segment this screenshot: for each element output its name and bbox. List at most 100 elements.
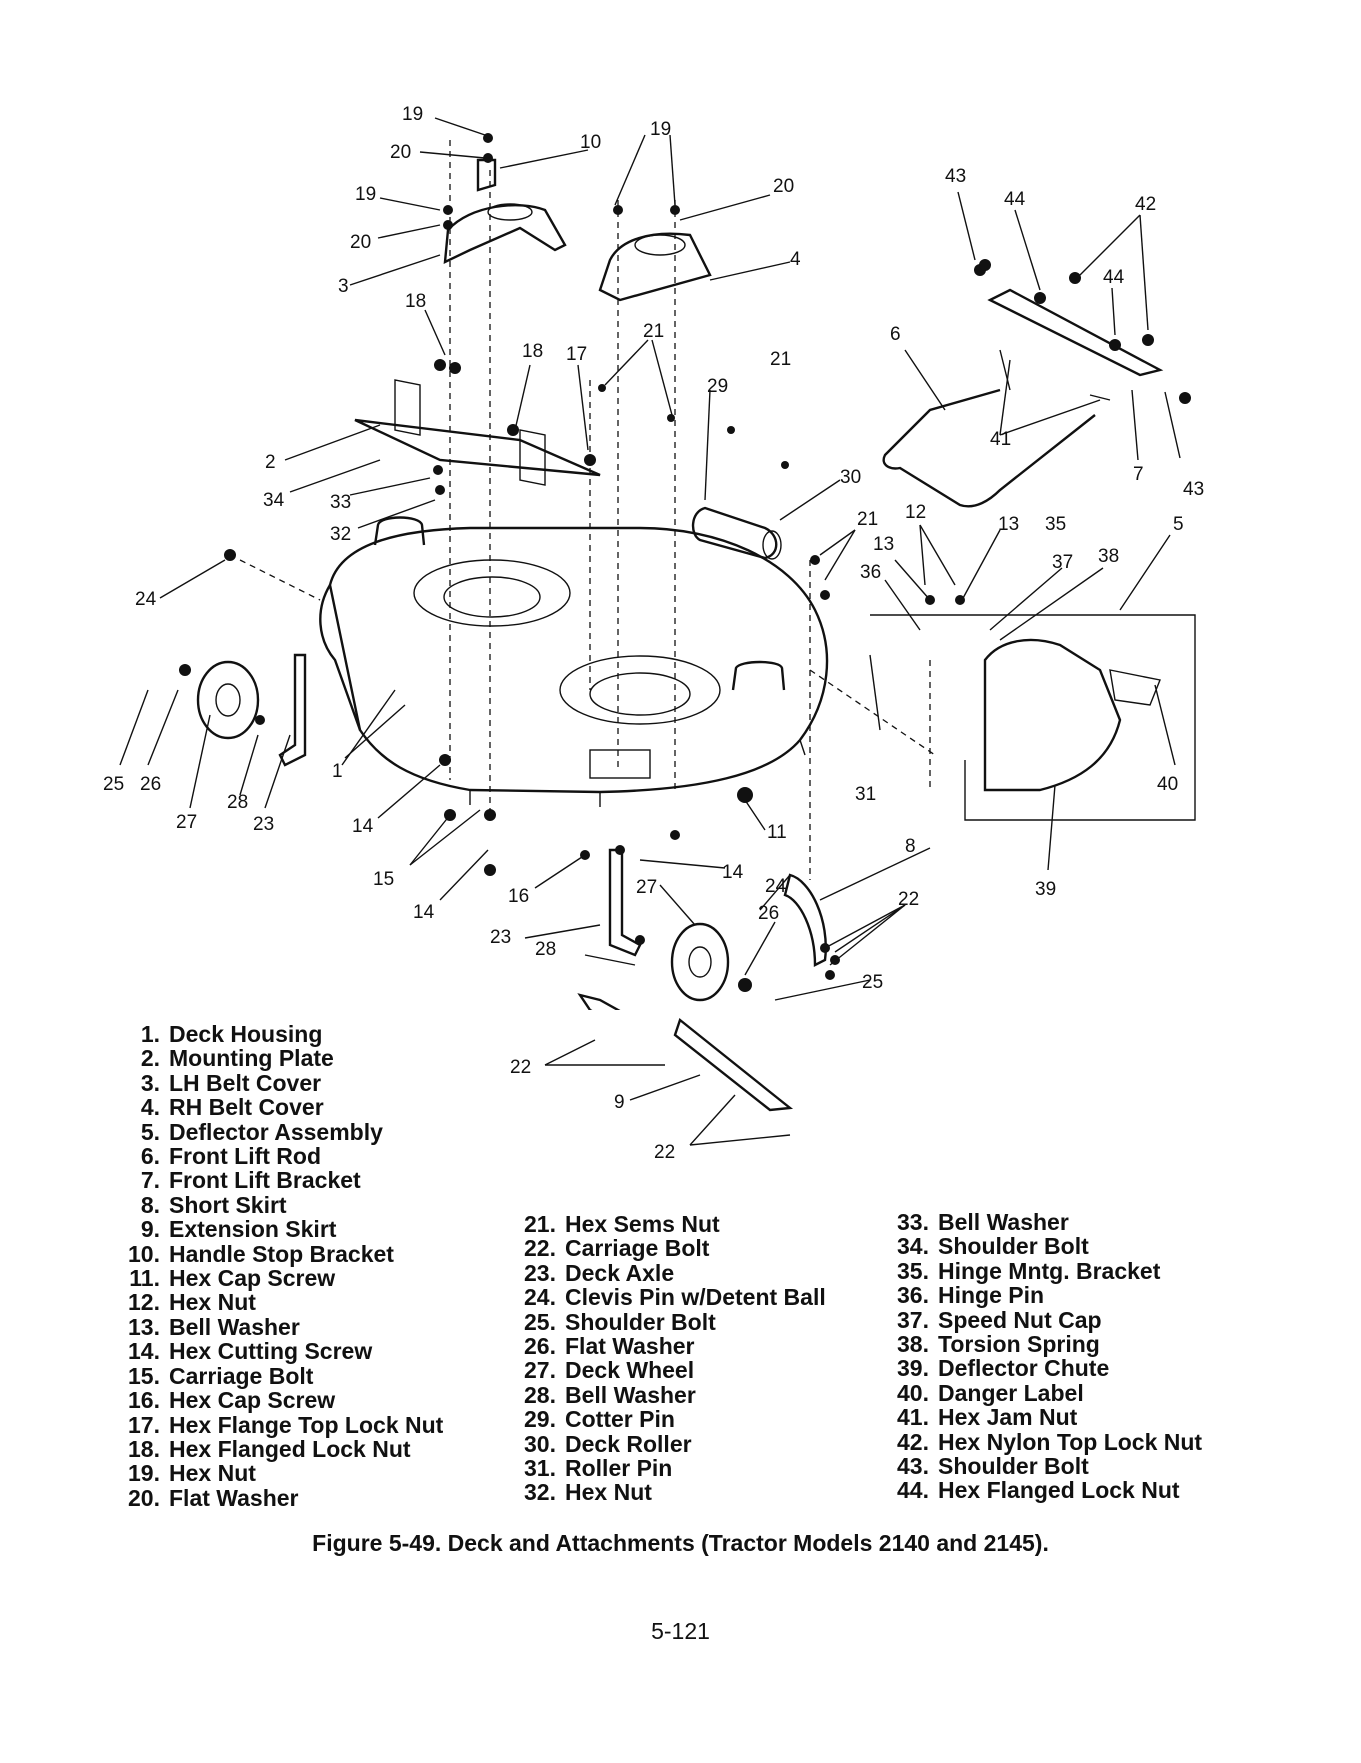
- legend-item-name: LH Belt Cover: [169, 1069, 322, 1096]
- callout: 14: [352, 816, 374, 837]
- legend-item-name: Hex Flanged Lock Nut: [938, 1477, 1180, 1504]
- legend-item-name: Torsion Spring: [938, 1331, 1100, 1358]
- page-number: 5-121: [651, 1618, 710, 1644]
- legend-item: 32.Hex Nut: [514, 1479, 826, 1506]
- callout: 21: [643, 321, 664, 342]
- legend-item-name: Flat Washer: [169, 1484, 299, 1511]
- callout: 23: [253, 814, 274, 835]
- callout: 25: [862, 972, 883, 993]
- legend-item-name: Flat Washer: [565, 1333, 695, 1360]
- callout: 12: [905, 502, 926, 523]
- legend-item-number: 44.: [897, 1477, 929, 1504]
- callout: 43: [1183, 479, 1204, 500]
- legend-item: 18.Hex Flanged Lock Nut: [120, 1435, 443, 1462]
- callout: 32: [330, 524, 351, 545]
- legend-item: 44. Hex Flanged Lock Nut: [887, 1477, 1202, 1504]
- deck-housing-drawing: [319, 516, 829, 807]
- legend-item-number: 2.: [140, 1045, 160, 1072]
- callout: 10: [580, 132, 601, 153]
- legend-item-name: Hex Cutting Screw: [169, 1338, 373, 1365]
- legend-item: 22.Carriage Bolt: [514, 1235, 826, 1262]
- legend-item-number: 4.: [140, 1094, 160, 1121]
- legend-item-number: 16.: [128, 1387, 160, 1414]
- legend-item-number: 31.: [524, 1455, 556, 1482]
- legend-item-name: Deck Wheel: [565, 1357, 695, 1384]
- callout: 27: [176, 812, 197, 833]
- legend-item-name: Shoulder Bolt: [565, 1308, 716, 1335]
- callout: 21: [857, 509, 878, 530]
- callout: 18: [405, 291, 426, 312]
- callout: 28: [227, 792, 248, 813]
- legend-item-name: Mounting Plate: [169, 1045, 334, 1072]
- legend-item: 21.Hex Sems Nut: [514, 1212, 826, 1237]
- legend-item-number: 43.: [897, 1453, 929, 1480]
- legend-item: 35.Hinge Mntg. Bracket: [887, 1258, 1202, 1283]
- legend-item-name: Hex Nut: [169, 1460, 256, 1487]
- callout: 15: [373, 869, 394, 890]
- legend-item: 16.Hex Cap Screw: [120, 1387, 443, 1414]
- extension-skirt-drawing: [577, 993, 621, 1010]
- legend-item-number: 34.: [897, 1233, 929, 1260]
- callout: 34: [263, 490, 285, 511]
- legend-item-number: 38.: [897, 1331, 929, 1358]
- callout: 22: [898, 889, 919, 910]
- legend-item-name: Speed Nut Cap: [938, 1306, 1102, 1333]
- legend-item: 40.Danger Label: [887, 1379, 1202, 1406]
- legend-item-number: 10.: [128, 1240, 160, 1267]
- legend-item-name: Roller Pin: [565, 1455, 673, 1482]
- deck-axle-left-drawing: [278, 653, 307, 767]
- legend-item: 2. Mounting Plate: [120, 1045, 443, 1072]
- mounting-plate-drawing: [354, 379, 601, 486]
- legend-item-number: 7.: [140, 1167, 160, 1194]
- figure-caption: Figure 5-49. Deck and Attachments (Tract…: [312, 1530, 1049, 1556]
- legend-item-number: 9.: [140, 1216, 160, 1243]
- legend-item-number: 15.: [128, 1362, 160, 1389]
- callout: 13: [873, 534, 894, 555]
- legend-item-number: 40.: [897, 1379, 929, 1406]
- deck-wheel-left-drawing: [196, 660, 260, 740]
- legend-item-number: 18.: [128, 1435, 160, 1462]
- legend-item: 15.Carriage Bolt: [120, 1362, 443, 1389]
- callout: 14: [722, 862, 744, 883]
- legend-item-name: Bell Washer: [169, 1313, 300, 1340]
- callout: 8: [905, 836, 916, 857]
- legend-item-name: Deflector Assembly: [169, 1118, 383, 1145]
- hardware-fasteners: [179, 133, 1191, 992]
- legend-item: 28.Bell Washer: [514, 1381, 826, 1408]
- legend-item-name: Hex Jam Nut: [938, 1404, 1078, 1431]
- callout: 43: [945, 166, 966, 187]
- callout: 22: [510, 1057, 531, 1078]
- legend-item-name: Bell Washer: [565, 1381, 696, 1408]
- legend-item: 43.Shoulder Bolt: [887, 1453, 1202, 1480]
- callout: 41: [990, 429, 1011, 450]
- callout: 9: [614, 1092, 625, 1113]
- callout-labels: 19 20 10 19 20 3 19 20 4 43 44 42 44 18 …: [103, 104, 1204, 993]
- legend-item-number: 20.: [128, 1484, 160, 1511]
- legend-item-name: Hex Nylon Top Lock Nut: [938, 1428, 1203, 1455]
- legend-item-number: 17.: [128, 1411, 160, 1438]
- leader-lines: [119, 117, 1181, 1001]
- legend-item-name: Hinge Pin: [938, 1282, 1045, 1309]
- legend-item-number: 13.: [128, 1313, 160, 1340]
- deflector-assembly-box: [870, 614, 1196, 821]
- handle-stop-bracket-drawing: [476, 158, 497, 192]
- legend-item-number: 19.: [128, 1460, 160, 1487]
- legend-item: 17.Hex Flange Top Lock Nut: [120, 1411, 443, 1438]
- callout: 44: [1103, 267, 1125, 288]
- legend-item-name: Handle Stop Bracket: [169, 1240, 394, 1267]
- legend-item-number: 26.: [524, 1333, 556, 1360]
- legend-item-name: Carriage Bolt: [565, 1235, 710, 1262]
- legend-item-number: 5.: [140, 1118, 160, 1145]
- legend-item: 8.Short Skirt: [120, 1192, 443, 1217]
- legend-item: 38. Torsion Spring: [887, 1331, 1202, 1358]
- legend-item-name: Hex Nut: [169, 1289, 256, 1316]
- legend-item-number: 36.: [897, 1282, 929, 1309]
- short-skirt-drawing: [783, 873, 827, 967]
- legend-item-name: Hex Nut: [565, 1479, 652, 1506]
- callout: 27: [636, 877, 657, 898]
- callout: 20: [773, 176, 794, 197]
- legend-item: 3.LH Belt Cover: [120, 1069, 443, 1096]
- legend-item: 36. Hinge Pin: [887, 1282, 1202, 1309]
- legend-item: 29.Cotter Pin: [514, 1407, 826, 1432]
- callout: 24: [135, 589, 157, 610]
